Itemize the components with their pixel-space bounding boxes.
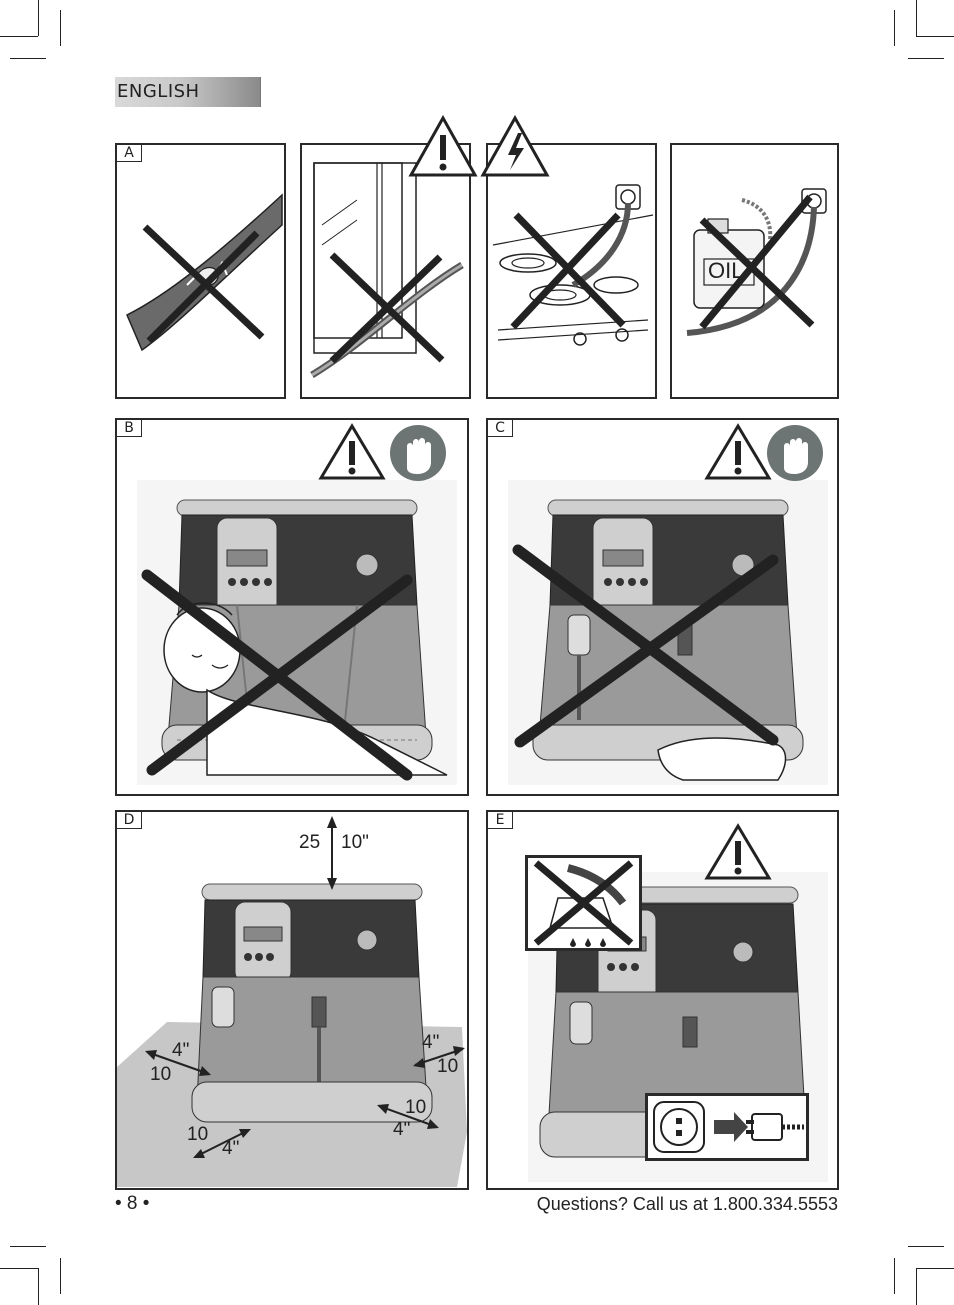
language-header: ENGLISH — [115, 77, 261, 107]
crop-mark — [908, 1246, 944, 1247]
warning-triangle-icon — [704, 823, 772, 880]
crop-mark — [916, 1268, 954, 1269]
dimension-left-in: 4" — [172, 1040, 190, 1061]
crop-mark — [38, 0, 39, 36]
panel-b-keep-away-children: B — [115, 418, 469, 796]
crop-mark — [10, 1246, 46, 1247]
crop-mark — [10, 58, 46, 59]
inset-no-water-immersion — [525, 855, 642, 951]
panel-label: E — [488, 812, 513, 829]
dimension-front-right-in: 4" — [393, 1119, 411, 1140]
crop-mark — [0, 1268, 38, 1269]
crop-mark — [38, 1268, 39, 1305]
language-label: ENGLISH — [117, 81, 200, 102]
panel-a-cord-near-oil: OIL — [670, 143, 839, 399]
cord-door-illustration — [310, 162, 464, 379]
cord-oil-illustration: OIL — [686, 188, 827, 336]
dimension-front-right-cm: 10 — [405, 1097, 427, 1118]
dimension-right-in: 4" — [422, 1032, 440, 1053]
crop-mark — [60, 1258, 61, 1294]
stop-hand-icon — [390, 425, 446, 481]
panel-d-clearance-distances: D 25 10" 4" 10 4" 10 10 4" 10 4" — [115, 810, 469, 1190]
warning-triangle-icon — [408, 115, 478, 177]
panel-c-do-not-touch-hot-parts: C — [486, 418, 839, 796]
dimension-front-left-in: 4" — [222, 1138, 240, 1159]
panel-a-cord-near-stove — [486, 143, 657, 399]
panel-label: B — [117, 420, 142, 437]
stop-hand-icon — [767, 425, 823, 481]
panel-a-damaged-cord: A — [115, 143, 286, 399]
damaged-cord-illustration — [126, 193, 283, 352]
child-machine-illustration — [137, 480, 457, 785]
panel-a-cord-under-door — [300, 143, 471, 399]
warning-triangle-icon — [704, 423, 772, 480]
panel-label: A — [117, 145, 142, 162]
crop-mark — [916, 1268, 917, 1305]
warning-triangle-icon — [318, 423, 386, 480]
unplug-icon — [653, 1101, 804, 1153]
panel-label: D — [117, 812, 142, 829]
crop-mark — [894, 10, 895, 46]
crop-mark — [60, 10, 61, 46]
crop-mark — [916, 36, 954, 37]
dimension-left-cm: 10 — [150, 1064, 172, 1085]
crop-mark — [0, 36, 38, 37]
dimension-front-left-cm: 10 — [187, 1124, 209, 1145]
dimension-right-cm: 10 — [437, 1056, 459, 1077]
crop-mark — [908, 58, 944, 59]
dimension-top-cm: 25 — [299, 832, 321, 853]
hot-surface-illustration — [508, 480, 828, 785]
no-immersion-illustration — [533, 860, 634, 947]
cord-stove-illustration — [492, 184, 654, 346]
electric-hazard-icon — [480, 115, 550, 177]
panel-label: C — [488, 420, 513, 437]
inset-unplug — [645, 1093, 809, 1161]
contact-phone-line: Questions? Call us at 1.800.334.5553 — [536, 1194, 838, 1214]
page-number: • 8 • — [115, 1193, 150, 1214]
crop-mark — [894, 1258, 895, 1294]
crop-mark — [916, 0, 917, 36]
dimension-top-in: 10" — [341, 832, 369, 853]
clearance-illustration — [117, 816, 467, 1187]
